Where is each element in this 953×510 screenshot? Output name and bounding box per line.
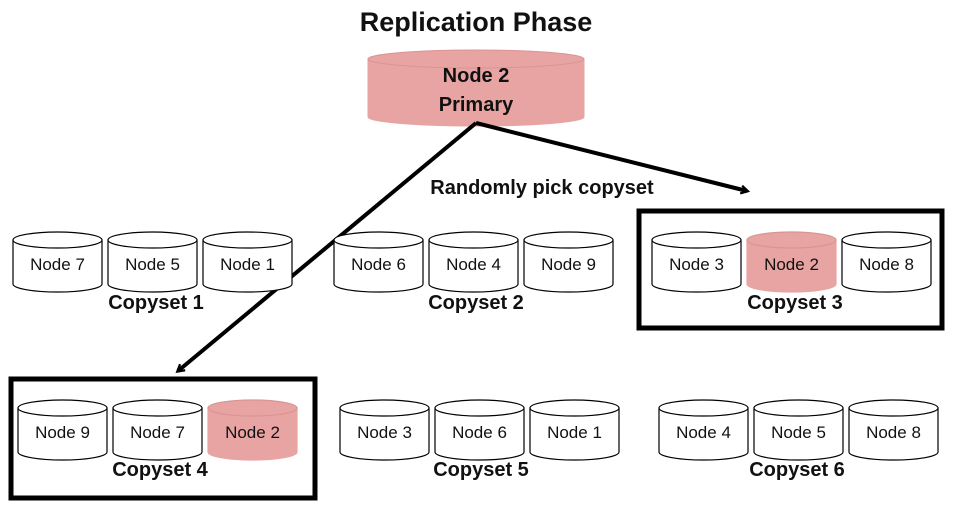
copyset-label: Copyset 6 — [749, 459, 845, 481]
node-cylinder-top — [753, 399, 844, 417]
copyset-label: Copyset 5 — [433, 459, 529, 481]
node-label: Node 8 — [866, 423, 921, 442]
node-cylinder: Node 4 — [428, 231, 519, 293]
page-title: Replication Phase — [360, 7, 593, 37]
arrow-label: Randomly pick copyset — [430, 177, 654, 199]
copyset-1: Node 7 Node 5 Node 1 Copyset 1 — [12, 231, 293, 314]
node-cylinder-body — [746, 239, 837, 293]
node-cylinder-body — [333, 239, 424, 293]
copyset-5: Node 3 Node 6 Node 1 Copyset 5 — [339, 399, 620, 481]
node-cylinder-body — [848, 407, 939, 461]
node-cylinder-body — [841, 239, 932, 293]
node-cylinder: Node 8 — [841, 231, 932, 293]
node-label: Node 7 — [30, 255, 85, 274]
node-label: Node 2 — [225, 423, 280, 442]
node-cylinder-top — [207, 399, 298, 417]
node-cylinder: Node 4 — [658, 399, 749, 461]
node-label: Node 5 — [771, 423, 826, 442]
node-cylinder-top — [112, 399, 203, 417]
copyset-3: Node 3 Node 2 Node 8 Copyset 3 — [636, 208, 945, 331]
node-cylinder-top — [107, 231, 198, 249]
node-cylinder-top — [339, 399, 430, 417]
node-cylinder: Node 5 — [107, 231, 198, 293]
node-cylinder-body — [112, 407, 203, 461]
copyset-label: Copyset 3 — [747, 292, 843, 314]
node-cylinder: Node 2 — [746, 231, 837, 293]
node-cylinder-top — [529, 399, 620, 417]
node-label: Node 4 — [676, 423, 731, 442]
node-label: Node 4 — [446, 255, 501, 274]
copyset-4: Node 9 Node 7 Node 2 Copyset 4 — [8, 376, 318, 501]
node-cylinder-top — [746, 231, 837, 249]
node-cylinder-body — [753, 407, 844, 461]
primary-role-label: Primary — [439, 94, 514, 116]
arrow-to-copyset-4 — [178, 121, 478, 371]
node-cylinder-top — [202, 231, 293, 249]
node-label: Node 8 — [859, 255, 914, 274]
node-cylinder: Node 8 — [848, 399, 939, 461]
node-cylinder-body — [434, 407, 525, 461]
node-cylinder: Node 5 — [753, 399, 844, 461]
node-cylinder: Node 7 — [112, 399, 203, 461]
node-cylinder: Node 3 — [651, 231, 742, 293]
node-label: Node 9 — [35, 423, 90, 442]
node-cylinder-body — [202, 239, 293, 293]
node-cylinder: Node 6 — [434, 399, 525, 461]
node-label: Node 3 — [669, 255, 724, 274]
node-label: Node 1 — [547, 423, 602, 442]
node-label: Node 3 — [357, 423, 412, 442]
selected-copyset-box — [636, 208, 945, 331]
node-cylinder-body — [12, 239, 103, 293]
node-cylinder: Node 9 — [523, 231, 614, 293]
node-label: Node 9 — [541, 255, 596, 274]
node-cylinder-body — [339, 407, 430, 461]
copyset-label: Copyset 2 — [428, 292, 524, 314]
arrow-to-copyset-3 — [475, 121, 747, 191]
node-cylinder: Node 2 — [207, 399, 298, 461]
node-label: Node 2 — [764, 255, 819, 274]
node-label: Node 1 — [220, 255, 275, 274]
node-cylinder-top — [658, 399, 749, 417]
node-cylinder-body — [207, 407, 298, 461]
copyset-label: Copyset 1 — [108, 292, 204, 314]
node-cylinder-body — [17, 407, 108, 461]
node-cylinder-body — [428, 239, 519, 293]
node-cylinder-body — [529, 407, 620, 461]
node-cylinder-body — [523, 239, 614, 293]
node-cylinder-body — [651, 239, 742, 293]
node-cylinder: Node 6 — [333, 231, 424, 293]
node-cylinder-top — [651, 231, 742, 249]
copyset-label: Copyset 4 — [112, 459, 208, 481]
node-cylinder-top — [428, 231, 519, 249]
node-cylinder-top — [848, 399, 939, 417]
node-cylinder-body — [107, 239, 198, 293]
copyset-2: Node 6 Node 4 Node 9 Copyset 2 — [333, 231, 614, 314]
node-label: Node 7 — [130, 423, 185, 442]
node-cylinder-top — [523, 231, 614, 249]
node-label: Node 6 — [351, 255, 406, 274]
node-cylinder-top — [12, 231, 103, 249]
selected-copyset-box — [8, 376, 318, 501]
primary-node: Node 2 Primary — [367, 49, 585, 127]
node-cylinder: Node 9 — [17, 399, 108, 461]
node-cylinder-top — [841, 231, 932, 249]
node-label: Node 6 — [452, 423, 507, 442]
node-cylinder: Node 7 — [12, 231, 103, 293]
node-cylinder-top — [333, 231, 424, 249]
copyset-6: Node 4 Node 5 Node 8 Copyset 6 — [658, 399, 939, 481]
node-cylinder-top — [434, 399, 525, 417]
node-cylinder-top — [17, 399, 108, 417]
node-cylinder: Node 1 — [529, 399, 620, 461]
node-cylinder-body — [658, 407, 749, 461]
node-cylinder: Node 1 — [202, 231, 293, 293]
primary-node-top — [367, 49, 585, 69]
primary-node-label: Node 2 — [443, 65, 510, 87]
node-label: Node 5 — [125, 255, 180, 274]
node-cylinder: Node 3 — [339, 399, 430, 461]
